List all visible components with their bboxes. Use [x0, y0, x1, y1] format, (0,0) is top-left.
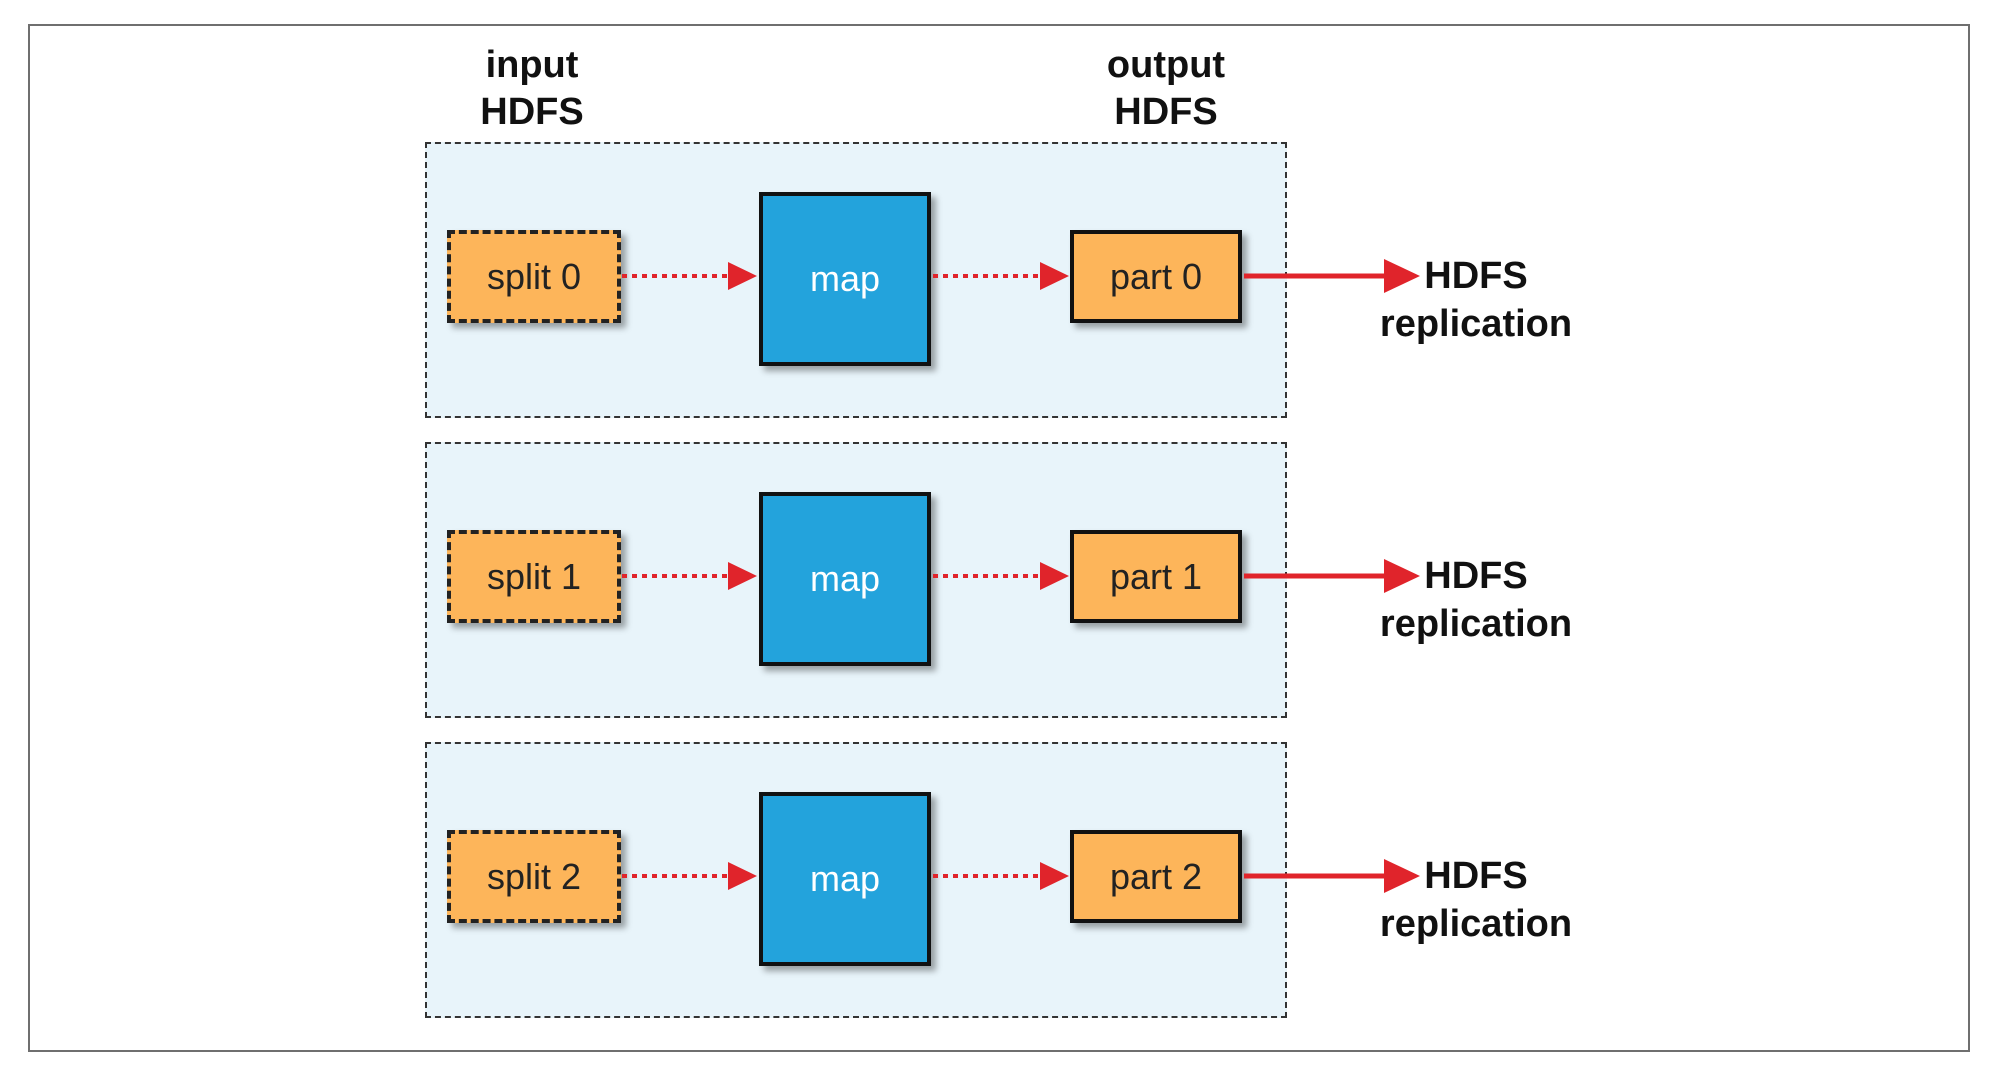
replication-line1-2: HDFS: [1424, 855, 1528, 897]
map-label-1: map: [809, 558, 881, 599]
input-header-line1: input: [485, 44, 579, 86]
part-label-1: part 1: [1109, 555, 1203, 597]
output-header-line2: HDFS: [1114, 91, 1218, 133]
input-hdfs-header: input HDFS: [432, 42, 632, 136]
part-label-2: part 2: [1109, 855, 1203, 897]
output-header-line1: output: [1106, 44, 1226, 86]
map-box-1: map: [759, 492, 931, 666]
map-box-2: map: [759, 792, 931, 966]
split-box-2: split 2: [447, 830, 621, 923]
output-hdfs-header: output HDFS: [1066, 42, 1266, 136]
split-box-0: split 0: [447, 230, 621, 323]
replication-line2-1: replication: [1379, 603, 1573, 645]
input-header-line2: HDFS: [480, 91, 584, 133]
hdfs-replication-label-0: HDFS replication: [1366, 252, 1586, 348]
part-box-1: part 1: [1070, 530, 1242, 623]
map-label-0: map: [809, 258, 881, 299]
split-label-0: split 0: [486, 255, 582, 297]
map-box-0: map: [759, 192, 931, 366]
part-label-0: part 0: [1109, 255, 1203, 297]
replication-line1-0: HDFS: [1424, 255, 1528, 297]
part-box-0: part 0: [1070, 230, 1242, 323]
replication-line2-0: replication: [1379, 303, 1573, 345]
split-box-1: split 1: [447, 530, 621, 623]
hdfs-replication-label-2: HDFS replication: [1366, 852, 1586, 948]
map-label-2: map: [809, 858, 881, 899]
replication-line2-2: replication: [1379, 903, 1573, 945]
split-label-2: split 2: [486, 855, 582, 897]
part-box-2: part 2: [1070, 830, 1242, 923]
split-label-1: split 1: [486, 555, 582, 597]
hdfs-replication-label-1: HDFS replication: [1366, 552, 1586, 648]
replication-line1-1: HDFS: [1424, 555, 1528, 597]
